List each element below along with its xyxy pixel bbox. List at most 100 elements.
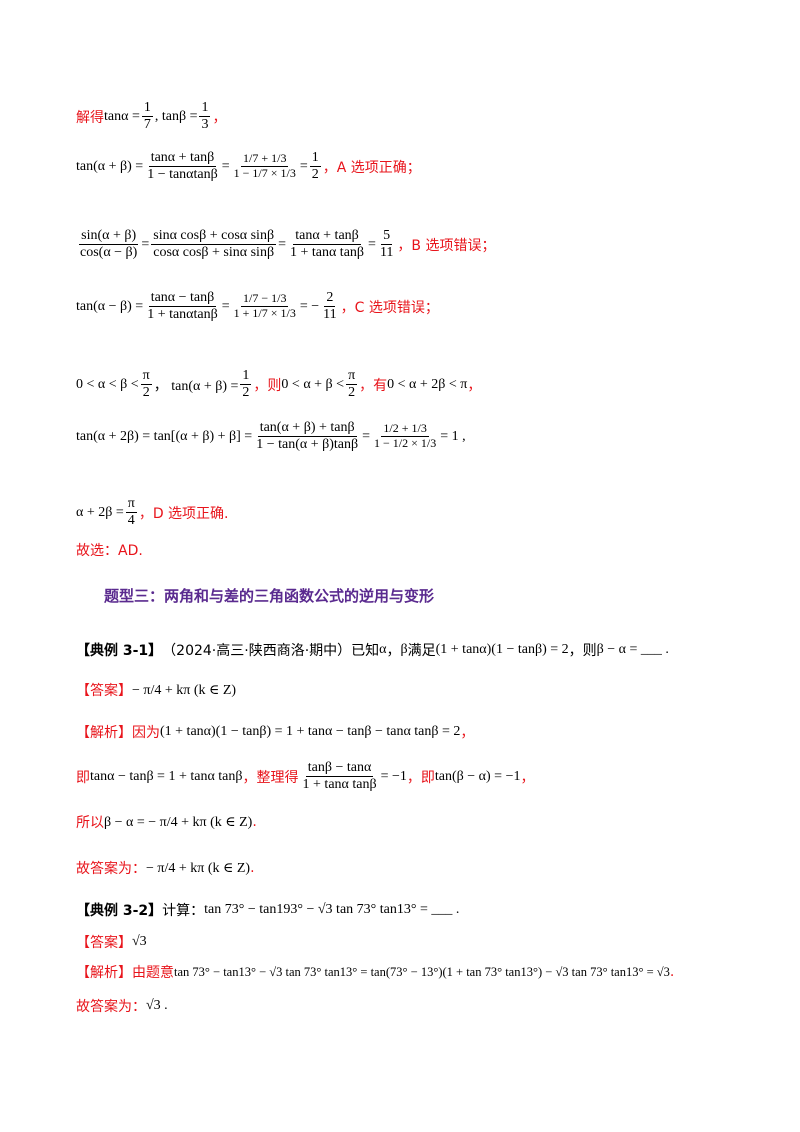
- fraction: tan(α + β) + tanβ 1 − tan(α + β)tanβ: [256, 420, 359, 453]
- expansion-math: (1 + tanα)(1 − tanβ) = 1 + tanα − tanβ −…: [160, 724, 461, 739]
- fraction: 1/7 − 1/3 1 + 1/7 × 1/3: [233, 291, 296, 321]
- choice-line: 故选：AD.: [76, 540, 143, 560]
- analysis-line-5: 【解析】 由题意 tan 73° − tan13° − √3 tan 73° t…: [76, 962, 674, 982]
- fraction: 1 3: [199, 100, 211, 133]
- inequality: 0 < α + β <: [281, 376, 345, 392]
- final-answer-math: √3 .: [146, 998, 168, 1013]
- analysis-line-1: 【解析】 因为 (1 + tanα)(1 − tanβ) = 1 + tanα …: [76, 722, 474, 742]
- solve-line: 解得 tanα = 1 7 , tanβ = 1 3 ，: [76, 100, 226, 133]
- punctuation: ，: [212, 109, 227, 126]
- equals: =: [362, 428, 371, 444]
- fraction: 1/7 + 1/3 1 − 1/7 × 1/3: [233, 151, 296, 181]
- lhs: tan(α + 2β) = tan[(α + β) + β] =: [76, 428, 253, 444]
- tan-alpha-eq: tanα =: [104, 108, 140, 124]
- tan-sum-value: ， tan(α + β) =: [153, 378, 239, 394]
- question-math: β − α = ___ .: [596, 642, 669, 657]
- sin-cos-ratio-line: sin(α + β) cos(α − β) = sinα cosβ + cosα…: [76, 228, 495, 261]
- fraction: π 2: [346, 368, 358, 401]
- separator: ，: [386, 643, 401, 659]
- final-answer-text: 故答案为：: [76, 999, 146, 1015]
- equals: =: [278, 236, 286, 252]
- equals: = −: [299, 298, 320, 314]
- answer-line: 【答案】 − π/4 + kπ (k ∈ Z): [76, 680, 236, 700]
- fraction: 2 11: [323, 290, 337, 323]
- beta-symbol: β: [400, 642, 408, 657]
- analysis-label: 【解析】: [76, 965, 132, 981]
- analysis-line-4: 故答案为： − π/4 + kπ (k ∈ Z) .: [76, 858, 255, 878]
- inequality: 0 < α + 2β < π: [387, 376, 468, 392]
- fraction: π 2: [140, 368, 152, 401]
- question-math: tan 73° − tan193° − √3 tan 73° tan13° = …: [204, 902, 460, 917]
- punctuation: ，: [460, 725, 475, 741]
- answer-line-2: 【答案】 √3: [76, 932, 147, 952]
- then-label: ，则: [253, 377, 282, 394]
- fraction: sinα cosβ + cosα sinβ cosα cosβ + sinα s…: [151, 228, 277, 261]
- lhs: α + 2β =: [76, 504, 124, 520]
- punctuation: ，: [467, 377, 482, 394]
- ie-text: 即: [76, 769, 90, 786]
- punctuation: .: [250, 860, 255, 876]
- fraction: 5 11: [379, 228, 394, 261]
- example-label: 【典例 3-1】: [76, 643, 163, 659]
- final-choice: 故选：AD.: [76, 543, 143, 559]
- analysis-line-6: 故答案为： √3 .: [76, 996, 168, 1016]
- lhs: tan(α − β) =: [76, 298, 144, 314]
- example-source: （2024·高三·陕西商洛·期中）已知: [162, 643, 380, 659]
- inequality: 0 < α < β <: [76, 376, 139, 392]
- example-label: 【典例 3-2】: [76, 903, 163, 919]
- tan-beta-eq: , tanβ =: [154, 108, 198, 124]
- fraction: 1 2: [240, 368, 252, 401]
- result: = 1 ,: [440, 428, 466, 444]
- section-title: 题型三：两角和与差的三角函数公式的逆用与变形: [104, 587, 435, 605]
- verdict: ，A 选项正确；: [322, 159, 421, 176]
- given-text: 由题意: [132, 965, 174, 981]
- equals: =: [221, 158, 230, 174]
- condition-math: (1 + tanα)(1 − tanβ) = 2: [435, 642, 569, 657]
- tan-alpha-2beta-line: tan(α + 2β) = tan[(α + β) + β] = tan(α +…: [76, 420, 466, 453]
- punctuation: .: [669, 964, 675, 980]
- equals-minus-one: = −1: [380, 768, 407, 784]
- equals: =: [368, 236, 376, 252]
- punctuation: .: [252, 814, 257, 830]
- arrange-text: ，整理得: [242, 769, 299, 786]
- ie-text-2: ，即: [406, 769, 435, 786]
- answer-math: √3: [132, 934, 147, 949]
- fraction: π 4: [125, 496, 137, 529]
- tan-diff-line: tan(α − β) = tanα − tanβ 1 + tanαtanβ = …: [76, 290, 439, 323]
- lhs: tan(α + β) =: [76, 158, 144, 174]
- derivation-math: tan 73° − tan13° − √3 tan 73° tan13° = t…: [174, 964, 670, 979]
- equation-math: tanα − tanβ = 1 + tanα tanβ: [90, 768, 243, 784]
- equals: =: [299, 158, 308, 174]
- therefore-text: 所以: [76, 815, 104, 831]
- solve-label: 解得: [76, 109, 104, 126]
- condition-text: 满足: [407, 643, 436, 659]
- answer-label: 【答案】: [76, 935, 132, 951]
- tan-diff-math: tan(β − α) = −1: [434, 768, 521, 784]
- fraction: 1 2: [309, 150, 321, 183]
- tan-sum-line: tan(α + β) = tanα + tanβ 1 − tanαtanβ = …: [76, 150, 421, 183]
- fraction: 1 7: [141, 100, 153, 133]
- have-label: ，有: [359, 377, 388, 394]
- fraction: tanβ − tanα 1 + tanα tanβ: [302, 760, 377, 793]
- answer-label: 【答案】: [76, 683, 132, 699]
- final-answer-text: 故答案为：: [76, 861, 146, 877]
- example-3-2-line: 【典例 3-2】 计算： tan 73° − tan193° − √3 tan …: [76, 900, 459, 920]
- then-text: ，则: [568, 643, 597, 659]
- answer-math: − π/4 + kπ (k ∈ Z): [132, 682, 237, 698]
- analysis-line-2: 即 tanα − tanβ = 1 + tanα tanβ ，整理得 tanβ …: [76, 760, 534, 793]
- equals: =: [221, 298, 230, 314]
- fraction: 1/2 + 1/3 1 − 1/2 × 1/3: [374, 421, 437, 451]
- because-text: 因为: [132, 725, 160, 741]
- punctuation: ，: [520, 769, 535, 786]
- alpha-2beta-line: α + 2β = π 4 ，D 选项正确.: [76, 496, 229, 529]
- example-3-1-line: 【典例 3-1】 （2024·高三·陕西商洛·期中）已知 α ， β 满足 (1…: [76, 640, 669, 660]
- range-line: 0 < α < β < π 2 ， tan(α + β) = 1 2 ，则 0 …: [76, 368, 481, 401]
- fraction: tanα + tanβ 1 − tanαtanβ: [147, 150, 218, 183]
- analysis-line-3: 所以 β − α = − π/4 + kπ (k ∈ Z) .: [76, 812, 257, 832]
- verdict: ，C 选项错误；: [340, 299, 439, 316]
- final-answer-math: − π/4 + kπ (k ∈ Z): [146, 860, 251, 876]
- alpha-symbol: α: [379, 642, 387, 657]
- verdict: ，B 选项错误；: [397, 237, 496, 254]
- verdict: ，D 选项正确.: [138, 505, 229, 522]
- equals: =: [141, 236, 150, 252]
